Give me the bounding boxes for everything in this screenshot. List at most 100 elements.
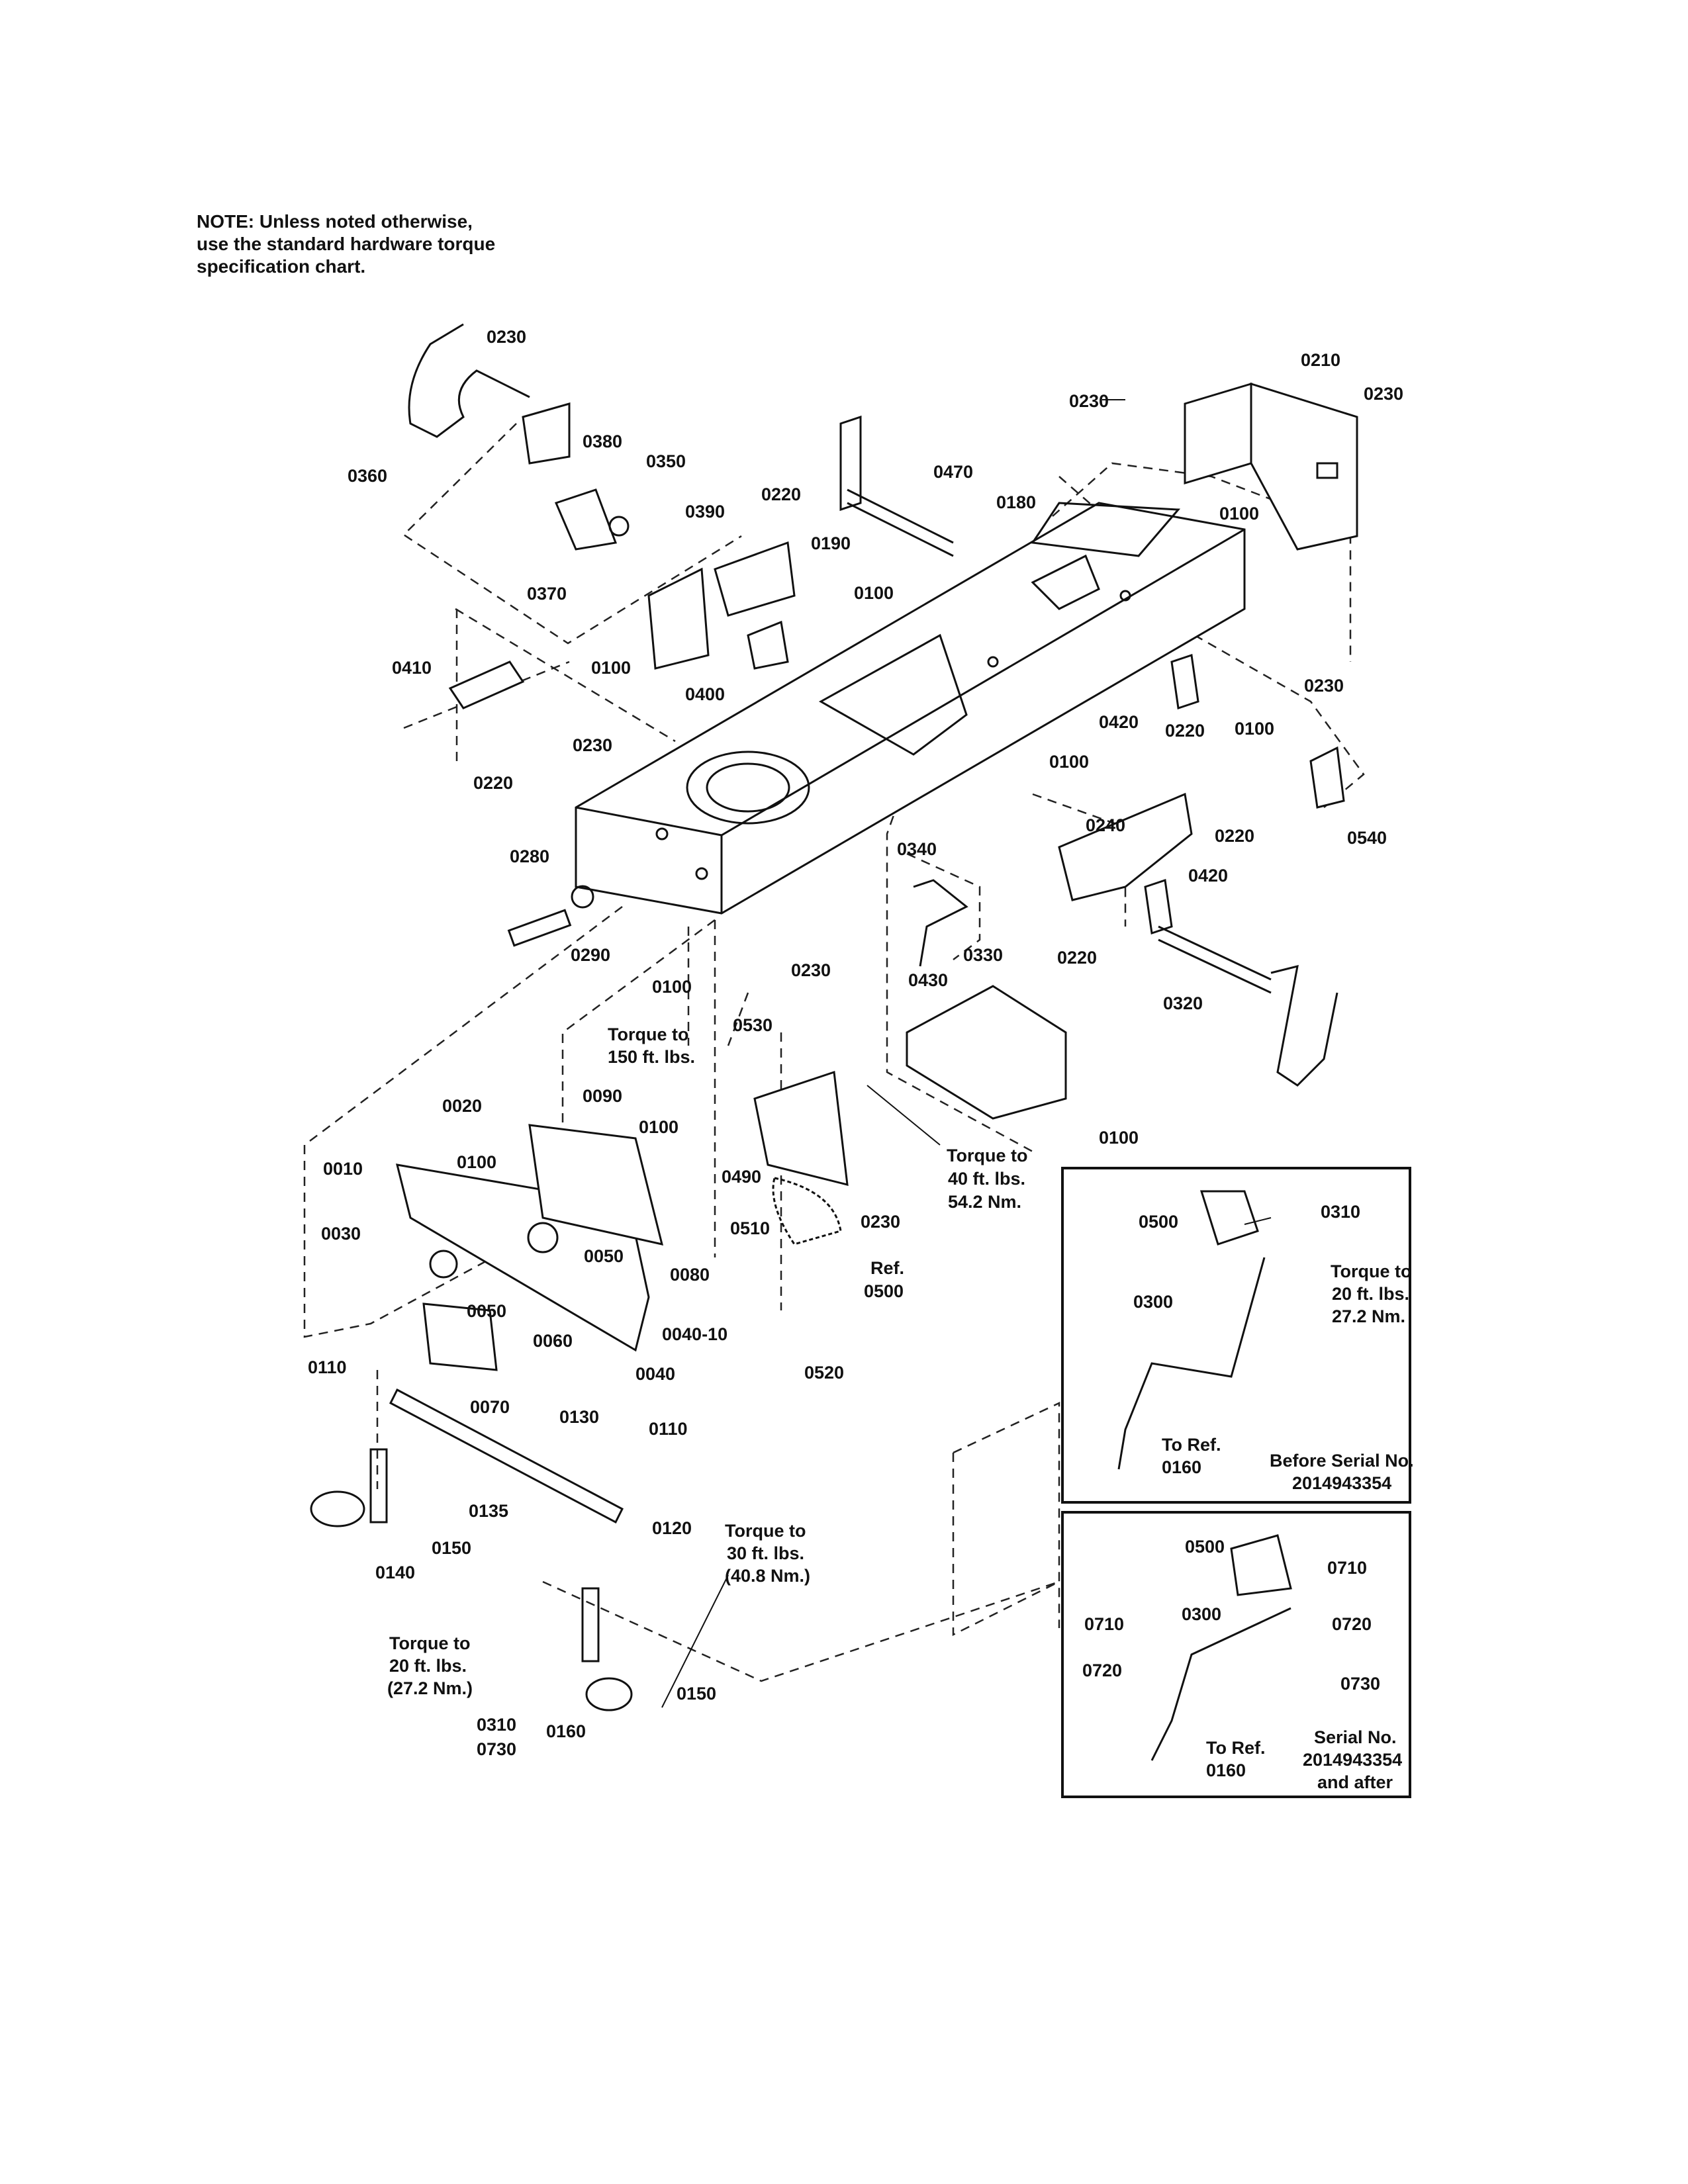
ref-0160-a-line-1: To Ref. [1162,1435,1221,1455]
lever-0330 [913,879,968,967]
label-0400: 0400 [685,684,725,704]
label-0080: 0080 [670,1265,710,1285]
label-0230: 0230 [791,960,831,980]
inset-after-serial [1061,1511,1411,1798]
label-0730: 0730 [1340,1674,1380,1694]
label-0710: 0710 [1327,1558,1367,1578]
ref-0160-a-line-2: 0160 [1162,1457,1201,1477]
label-0220: 0220 [761,484,801,504]
label-0320: 0320 [1163,993,1203,1013]
label-0470: 0470 [933,462,973,482]
label-0060: 0060 [533,1331,573,1351]
torque-150-line-2: 150 ft. lbs. [608,1047,695,1067]
ref-0160-after-note: To Ref. 0160 [1206,1738,1266,1780]
torque-40-line-3: 54.2 Nm. [948,1192,1021,1212]
label-0050: 0050 [467,1301,506,1321]
torque-30-line-3: (40.8 Nm.) [725,1566,810,1586]
bracket-0400 [747,620,789,670]
part-labels: 0230 0360 0380 0350 0370 0390 0220 0190 … [308,327,1403,1759]
serial-after-line-2: 2014943354 [1303,1750,1402,1770]
label-0710: 0710 [1084,1614,1124,1634]
label-0140: 0140 [375,1563,415,1582]
label-0135: 0135 [469,1501,508,1521]
label-0350: 0350 [646,451,686,471]
label-0210: 0210 [1301,350,1340,370]
serial-before-note: Before Serial No. 2014943354 [1270,1451,1414,1493]
ref-0160-b-line-1: To Ref. [1206,1738,1266,1758]
torque-150-note: Torque to 150 ft. lbs. [608,1024,695,1067]
label-0220: 0220 [473,773,513,793]
spindle-0140 [310,1448,388,1527]
spindle-0160 [581,1587,633,1711]
pedal-0320 [1158,925,1338,1087]
label-0050: 0050 [584,1246,624,1266]
note-line-3: specification chart. [197,256,366,277]
bracket-0540 [1309,746,1345,809]
ref-0160-b-line-2: 0160 [1206,1760,1246,1780]
ref-0500-note: Ref. 0500 [864,1258,904,1301]
ref-0500-line-2: 0500 [864,1281,904,1301]
label-0720: 0720 [1332,1614,1372,1634]
label-0720: 0720 [1082,1661,1122,1680]
note-line-2: use the standard hardware torque [197,234,496,254]
label-0220: 0220 [1165,721,1205,741]
torque-40-line-1: Torque to [947,1146,1027,1165]
label-0230: 0230 [1304,676,1344,696]
label-0530: 0530 [733,1015,773,1035]
bracket-0420-mid [1144,879,1173,934]
label-0180: 0180 [996,492,1036,512]
shaft-0470 [839,415,954,557]
label-0010: 0010 [323,1159,363,1179]
label-0510: 0510 [730,1218,770,1238]
serial-before-line-1: Before Serial No. [1270,1451,1414,1471]
label-0100: 0100 [1235,719,1274,739]
bracket-0240 [1058,792,1193,901]
label-0330: 0330 [963,945,1003,965]
serial-after-line-3: and after [1317,1772,1393,1792]
bracket-0210 [1184,382,1358,551]
label-0040: 0040 [635,1364,675,1384]
label-0420: 0420 [1099,712,1139,732]
label-0230: 0230 [487,327,526,347]
label-0100: 0100 [639,1117,679,1137]
torque-40-line-2: 40 ft. lbs. [948,1169,1025,1189]
torque-20b-line-2: 20 ft. lbs. [1332,1284,1409,1304]
label-0390: 0390 [685,502,725,522]
drag-link-0130 [389,1388,624,1524]
label-0220: 0220 [1215,826,1254,846]
label-0220: 0220 [1057,948,1097,968]
label-0230: 0230 [573,735,612,755]
torque-20-inset-note: Torque to 20 ft. lbs. 27.2 Nm. [1331,1261,1411,1326]
label-0540: 0540 [1347,828,1387,848]
torque-20-line-1: Torque to [389,1633,470,1653]
torque-20-line-3: (27.2 Nm.) [387,1678,473,1698]
note-line-1: NOTE: Unless noted otherwise, [197,211,473,232]
torque-20b-line-1: Torque to [1331,1261,1411,1281]
label-0240: 0240 [1086,815,1125,835]
block-0080 [528,1124,664,1246]
torque-150-line-1: Torque to [608,1024,688,1044]
label-0150: 0150 [677,1684,716,1704]
label-0490: 0490 [722,1167,761,1187]
label-0520: 0520 [804,1363,844,1383]
label-0420: 0420 [1188,866,1228,886]
label-0380: 0380 [583,432,622,451]
lift-bracket [554,488,630,551]
bracket-0410 [448,660,525,709]
label-0160: 0160 [546,1721,586,1741]
label-0730: 0730 [477,1739,516,1759]
ref-0500-line-1: Ref. [870,1258,904,1278]
torque-30-line-1: Torque to [725,1521,806,1541]
label-0290: 0290 [571,945,610,965]
bracket-0060 [422,1302,498,1371]
label-0410: 0410 [392,658,432,678]
label-0280: 0280 [510,846,549,866]
label-0100: 0100 [1049,752,1089,772]
label-0310: 0310 [477,1715,516,1735]
main-frame [575,502,1246,915]
torque-20b-line-3: 27.2 Nm. [1332,1306,1405,1326]
leader-lines [661,399,1272,1708]
inset-before-serial [1061,1167,1411,1504]
label-0300: 0300 [1182,1604,1221,1624]
